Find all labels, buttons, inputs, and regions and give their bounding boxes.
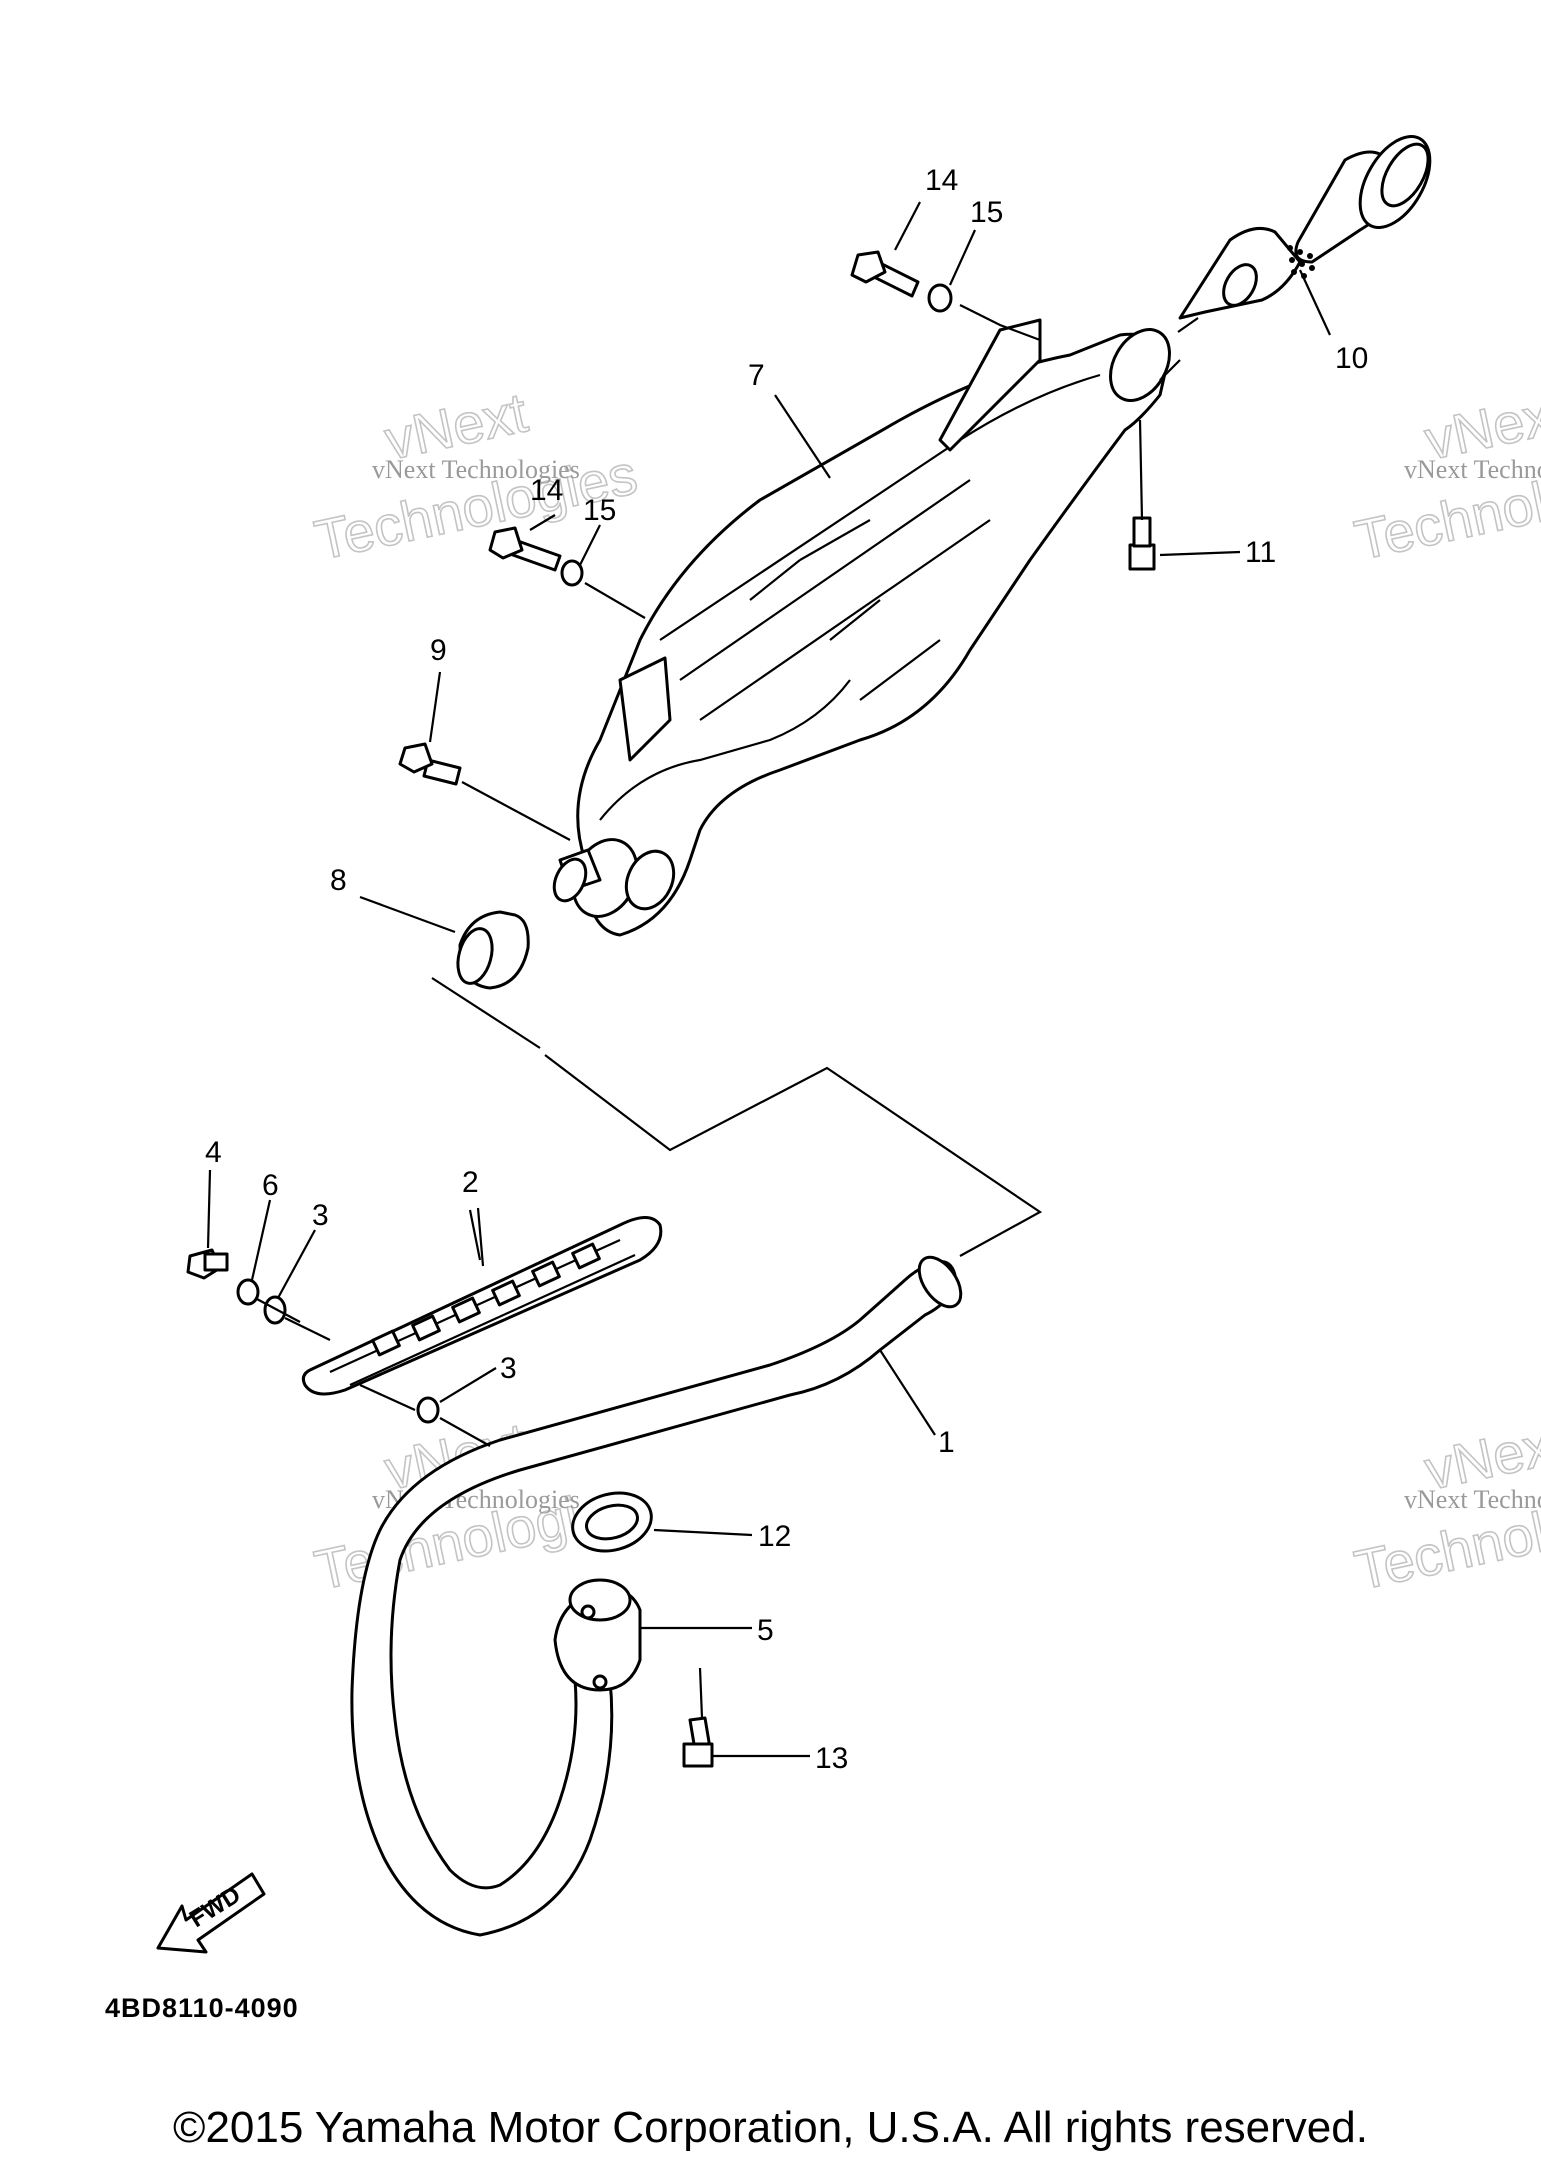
diagram-part-code: 4BD8110-4090 (105, 1993, 299, 2023)
callout-15-lower: 15 (583, 494, 616, 527)
heat-protector-part (301, 1216, 663, 1396)
watermark-top-left: vNext Technologies vNext Technologies (309, 379, 643, 572)
bolt-14-lower (488, 526, 562, 572)
washer-6 (236, 1278, 260, 1306)
forward-arrow-icon: FWD (156, 1872, 266, 1954)
bolt-11 (1128, 516, 1156, 571)
callout-13: 13 (815, 1742, 848, 1775)
callout-9: 9 (430, 634, 447, 667)
svg-text:vNext Technologies: vNext Technologies (1404, 455, 1541, 484)
callout-8: 8 (330, 864, 347, 897)
callout-3-upper: 3 (312, 1199, 329, 1232)
exhaust-pipe-part (350, 1255, 963, 1937)
callout-6: 6 (262, 1169, 279, 1202)
bolt-14-upper (850, 250, 920, 298)
callout-2: 2 (462, 1166, 479, 1199)
bolt-13 (682, 1716, 714, 1768)
gasket-sleeve-part (456, 910, 530, 990)
watermark-bottom-right: vNext Technologies vNext Technologies (1349, 1409, 1541, 1602)
callout-3-lower: 3 (500, 1352, 517, 1385)
callout-7: 7 (748, 359, 765, 392)
callout-12: 12 (758, 1520, 791, 1553)
svg-text:vNext Technologies: vNext Technologies (1404, 1485, 1541, 1514)
exhaust-gasket-part (571, 1491, 653, 1553)
callout-5: 5 (757, 1614, 774, 1647)
callout-1: 1 (938, 1426, 955, 1459)
washer-3-lower (416, 1396, 440, 1424)
exhaust-flange-part (553, 1578, 642, 1692)
callout-10: 10 (1335, 342, 1368, 375)
muffler-part (552, 318, 1171, 937)
washer-15-lower (560, 559, 584, 587)
callout-14-lower: 14 (530, 474, 563, 507)
tail-pipe-part (1178, 134, 1432, 320)
watermark-top-right: vNext Technologies vNext Technologies (1349, 379, 1541, 572)
svg-text:vNext Technologies: vNext Technologies (372, 455, 580, 484)
callout-15-upper: 15 (970, 196, 1003, 229)
bolt-4 (186, 1248, 229, 1280)
leader-lines (206, 201, 1331, 1758)
assembly-lines (254, 304, 1199, 1719)
washer-15-upper (927, 283, 953, 313)
washer-3-upper (263, 1295, 287, 1325)
callout-4: 4 (205, 1136, 222, 1169)
callout-14-upper: 14 (925, 164, 958, 197)
callout-11: 11 (1245, 536, 1276, 569)
bolt-9 (398, 742, 462, 786)
copyright-notice: ©2015 Yamaha Motor Corporation, U.S.A. A… (173, 2103, 1368, 2152)
